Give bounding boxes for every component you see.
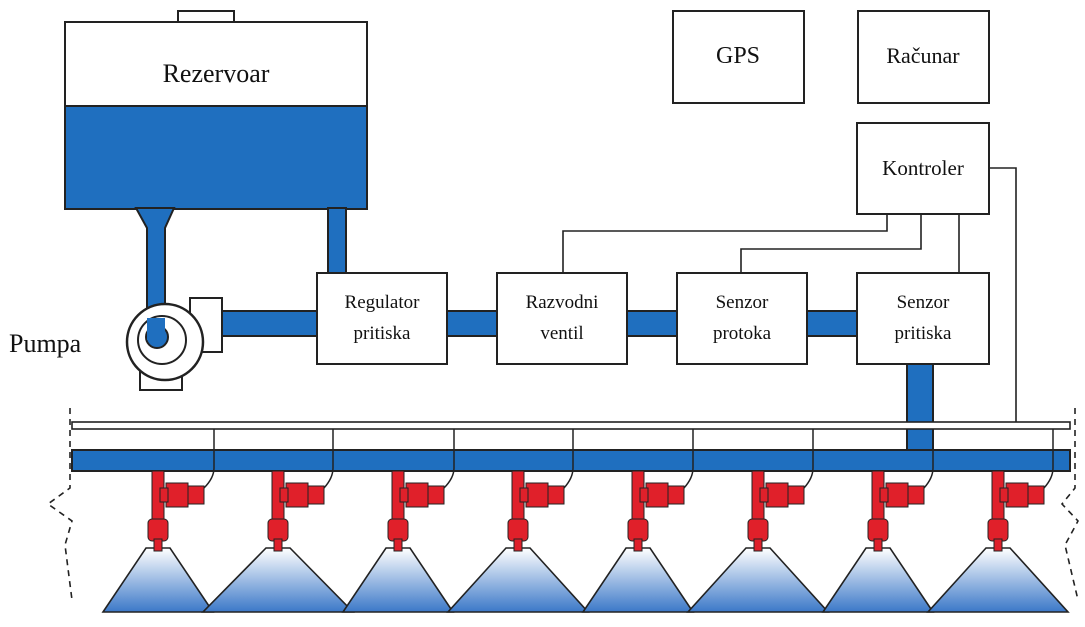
nozzle-wire	[803, 429, 814, 489]
boom-feed-pipe	[906, 363, 934, 459]
nozzle-tip	[633, 538, 643, 552]
nozzle-valve-cap	[187, 485, 205, 505]
spray-cone	[581, 547, 695, 613]
nozzle-wire	[443, 429, 455, 489]
signal-wires	[562, 167, 1017, 423]
tank: Rezervoar	[64, 10, 368, 210]
valve-label-line1: Razvodni	[526, 292, 599, 313]
nozzle-body	[987, 518, 1009, 542]
controller-box: Kontroler	[856, 122, 990, 215]
flow-sensor-box: Senzor protoka	[676, 272, 808, 365]
nozzle-body	[867, 518, 889, 542]
nozzle-wire	[203, 429, 215, 489]
flow-sensor-label-line1: Senzor	[716, 292, 769, 313]
nozzle-tip	[753, 538, 763, 552]
nozzle-valve	[525, 482, 549, 508]
spray-cone	[201, 547, 355, 613]
nozzle-body	[627, 518, 649, 542]
controller-label: Kontroler	[882, 156, 964, 180]
nozzle-valve	[765, 482, 789, 508]
nozzle-valve-cap	[1027, 485, 1045, 505]
return-pipe	[327, 207, 347, 275]
spray-cone	[446, 547, 590, 613]
nozzle-array	[101, 429, 1070, 613]
valve-box: Razvodni ventil	[496, 272, 628, 365]
nozzle-valve	[885, 482, 909, 508]
nozzle-wire	[323, 429, 334, 489]
pressure-sensor-label-line2: pritiska	[895, 323, 953, 344]
tank-label: Rezervoar	[163, 59, 270, 88]
nozzle-valve	[645, 482, 669, 508]
nozzle-valve	[165, 482, 189, 508]
nozzle-tip	[153, 538, 163, 552]
nozzle-tip	[513, 538, 523, 552]
valve-label-line2: ventil	[540, 323, 583, 344]
nozzle-assembly	[201, 429, 355, 613]
nozzle-body	[147, 518, 169, 542]
gps-label: GPS	[716, 43, 760, 69]
nozzle-tip	[273, 538, 283, 552]
nozzle-valve	[285, 482, 309, 508]
pressure-sensor-box: Senzor pritiska	[856, 272, 990, 365]
boom	[46, 408, 1079, 601]
pump: Pumpa	[9, 297, 223, 391]
nozzle-tip	[993, 538, 1003, 552]
nozzle-wire	[683, 429, 694, 489]
main-pipe	[221, 310, 859, 337]
nozzle-assembly	[926, 429, 1070, 613]
gps-box: GPS	[672, 10, 805, 104]
nozzle-valve-cap	[907, 485, 925, 505]
computer-box: Računar	[857, 10, 990, 104]
tank-liquid	[66, 106, 366, 208]
spray-cone	[821, 547, 935, 613]
nozzle-assembly	[341, 429, 455, 613]
nozzle-body	[387, 518, 409, 542]
nozzle-valve-cap	[547, 485, 565, 505]
nozzle-valve-cap	[427, 485, 445, 505]
nozzle-body	[507, 518, 529, 542]
pressure-sensor-label-line1: Senzor	[897, 292, 950, 313]
nozzle-valve-cap	[307, 485, 325, 505]
nozzle-valve-cap	[667, 485, 685, 505]
nozzle-wire	[563, 429, 574, 489]
spray-cone	[926, 547, 1070, 613]
nozzle-wire	[923, 429, 934, 489]
nozzle-valve	[1005, 482, 1029, 508]
nozzle-body	[267, 518, 289, 542]
regulator-box: Regulator pritiska	[316, 272, 448, 365]
spray-cone	[686, 547, 830, 613]
nozzle-assembly	[686, 429, 830, 613]
pump-label: Pumpa	[9, 329, 82, 358]
spray-cone	[101, 547, 215, 613]
regulator-label-line2: pritiska	[354, 323, 412, 344]
nozzle-wire	[1043, 429, 1054, 489]
nozzle-valve	[405, 482, 429, 508]
nozzle-tip	[393, 538, 403, 552]
nozzle-body	[747, 518, 769, 542]
spray-cone	[341, 547, 455, 613]
flow-sensor-label-line2: protoka	[713, 323, 772, 344]
regulator-label-line1: Regulator	[345, 292, 421, 313]
nozzle-valve-cap	[787, 485, 805, 505]
nozzle-assembly	[446, 429, 590, 613]
computer-label: Računar	[886, 43, 960, 68]
nozzle-tip	[873, 538, 883, 552]
